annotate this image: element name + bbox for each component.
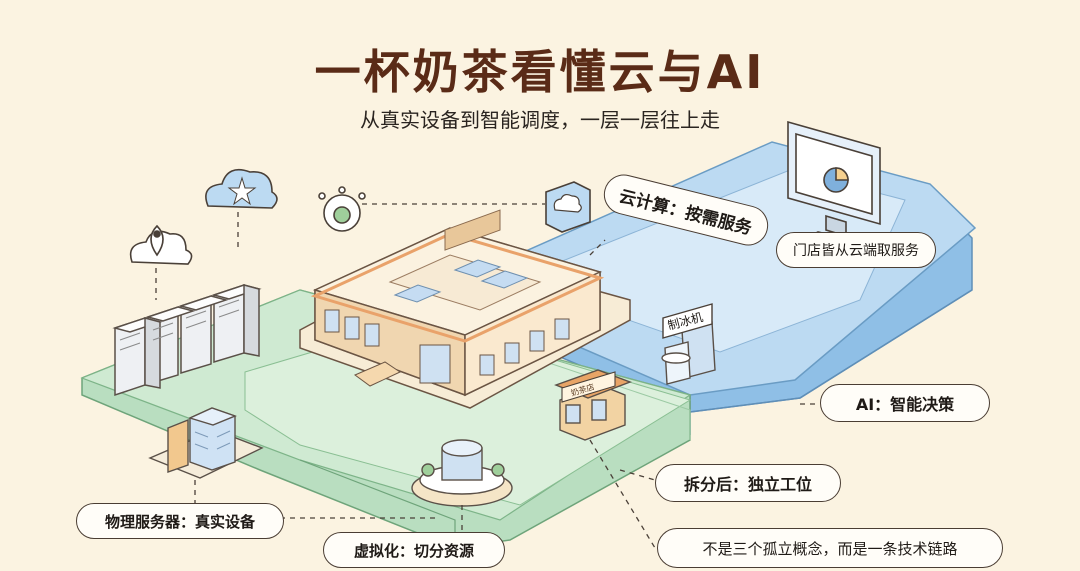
office-tower <box>148 407 264 479</box>
datacenter-building <box>299 209 631 409</box>
network-node-icon <box>318 186 366 232</box>
ice-machine <box>661 321 716 385</box>
server-racks <box>112 283 262 397</box>
page-subtitle: 从真实设备到智能调度，一层一层往上走 <box>360 108 720 132</box>
label-split-workstation: 拆分后：独立工位 <box>655 464 841 502</box>
cloud-chip-icon <box>545 181 591 233</box>
label-physical-server: 物理服务器：真实设备 <box>76 503 284 539</box>
label-store-cloud: 门店皆从云端取服务 <box>776 232 936 268</box>
pavilion <box>411 439 513 507</box>
label-tech-chain: 不是三个孤立概念，而是一条技术链路 <box>657 528 1003 568</box>
cloud-star-icon <box>205 168 278 209</box>
label-ai-decision: AI：智能决策 <box>820 384 990 422</box>
shop-sign-plate <box>561 371 616 403</box>
label-virtualization: 虚拟化：切分资源 <box>323 532 505 568</box>
page-title: 一杯奶茶看懂云与AI <box>314 45 766 99</box>
machine-sign-plate <box>662 303 713 339</box>
leader-lines <box>155 203 820 549</box>
location-cloud-icon <box>129 224 193 265</box>
